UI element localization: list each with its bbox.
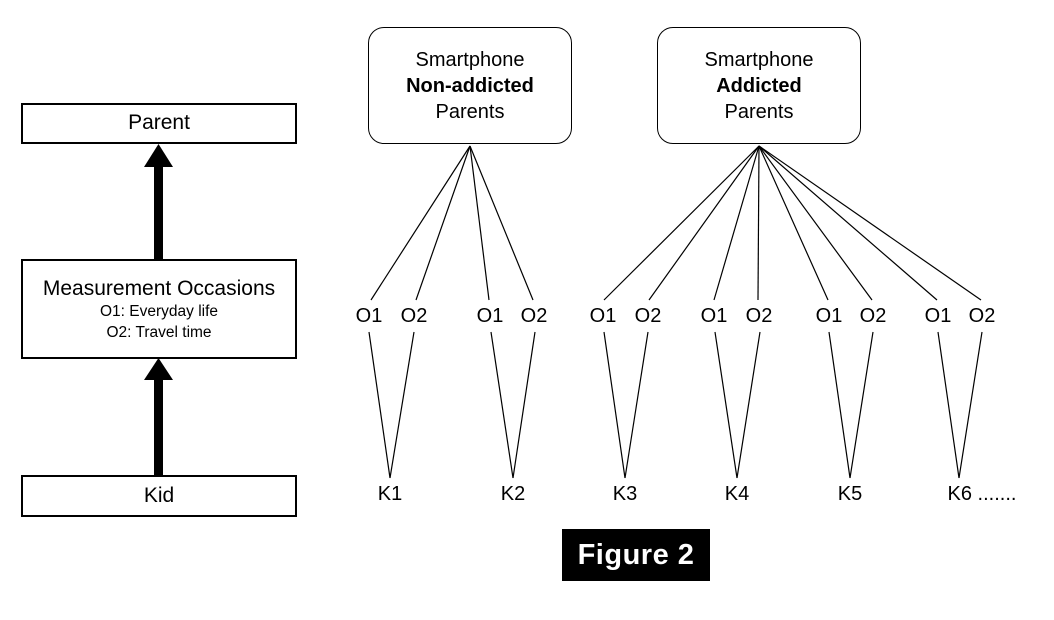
kid-label-1: K2 (500, 483, 526, 505)
occasion-label-3: O2 (520, 305, 548, 327)
occasion-label-8: O1 (815, 305, 843, 327)
occasion-label-6: O1 (700, 305, 728, 327)
kid-label-3: K4 (724, 483, 750, 505)
fan-addicted (603, 145, 982, 301)
occasion-label-9: O2 (859, 305, 887, 327)
occasion-label-5: O2 (634, 305, 662, 327)
box-occasions-sub-o1: O1: Everyday life (99, 302, 219, 320)
occasion-label-2: O1 (476, 305, 504, 327)
occasion-label-7: O2 (745, 305, 773, 327)
box-parent-title: Parent (128, 111, 190, 135)
box-kid-title: Kid (143, 483, 175, 507)
group-box-addicted-parents: Smartphone Addicted Parents (657, 27, 861, 144)
v-joins-to-kids (368, 331, 983, 479)
group-box-non-addicted-parents: Smartphone Non-addicted Parents (368, 27, 572, 144)
box-kid: Kid (21, 475, 297, 517)
fan-non-addicted (370, 145, 534, 301)
box-parent: Parent (21, 103, 297, 144)
kid-label-0: K1 (377, 483, 403, 505)
kid-label-4: K5 (837, 483, 863, 505)
occasion-label-1: O2 (400, 305, 428, 327)
arrow-kid-to-occasions (144, 358, 173, 475)
kid-label-2: K3 (612, 483, 638, 505)
box-occasions-sub-o2: O2: Travel time (106, 324, 212, 342)
kid-label-5: K6 ....... (947, 483, 1017, 505)
group-addicted-line2: Addicted (716, 74, 802, 97)
group-addicted-line3: Parents (724, 100, 794, 123)
group-addicted-line1: Smartphone (704, 48, 814, 71)
occasion-label-11: O2 (968, 305, 996, 327)
group-non-addicted-line1: Smartphone (415, 48, 525, 71)
occasion-label-4: O1 (589, 305, 617, 327)
box-occasions-title: Measurement Occasions (42, 276, 276, 300)
box-measurement-occasions: Measurement Occasions O1: Everyday life … (21, 259, 297, 359)
occasion-label-10: O1 (924, 305, 952, 327)
arrow-occasions-to-parent (144, 144, 173, 259)
group-non-addicted-line2: Non-addicted (406, 74, 534, 97)
figure-caption-text: Figure 2 (577, 538, 695, 571)
occasion-label-0: O1 (355, 305, 383, 327)
figure-caption-plate: Figure 2 (562, 529, 710, 581)
group-non-addicted-line3: Parents (435, 100, 505, 123)
